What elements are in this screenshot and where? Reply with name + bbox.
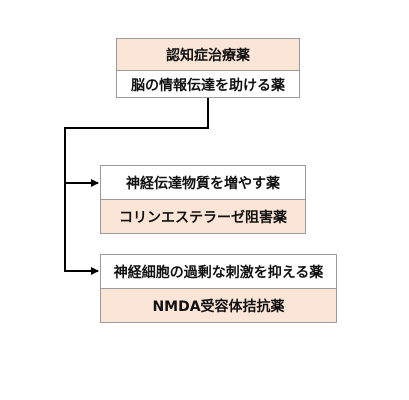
branch-1-drug-class: コリンエステラーゼ阻害薬 bbox=[101, 200, 305, 233]
branch-2-divider bbox=[101, 288, 336, 289]
branch-node-2: 神経細胞の過剰な刺激を抑える薬 NMDA受容体拮抗薬 bbox=[100, 254, 337, 323]
connector-root-down bbox=[65, 98, 209, 129]
root-divider bbox=[117, 70, 299, 71]
branch-1-description: 神経伝達物質を増やす薬 bbox=[126, 175, 280, 192]
branch-1-divider bbox=[101, 199, 305, 200]
root-node: 認知症治療薬 脳の情報伝達を助ける薬 bbox=[116, 38, 300, 98]
root-subtitle: 脳の情報伝達を助ける薬 bbox=[131, 77, 285, 94]
branch-2-drug-class: NMDA受容体拮抗薬 bbox=[101, 289, 336, 322]
root-title: 認知症治療薬 bbox=[117, 39, 299, 70]
branch-node-1: 神経伝達物質を増やす薬 コリンエステラーゼ阻害薬 bbox=[100, 165, 306, 234]
branch-2-description: 神経細胞の過剰な刺激を抑える薬 bbox=[113, 264, 324, 281]
